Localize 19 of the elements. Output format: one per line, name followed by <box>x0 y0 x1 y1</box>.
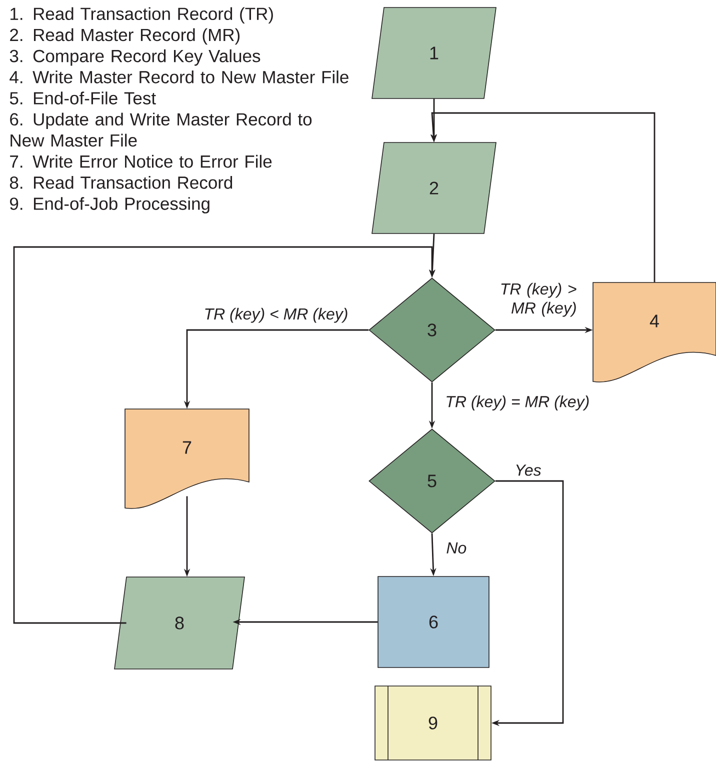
list-item: 9. End-of-Job Processing <box>10 197 210 214</box>
list-item: 6. Update and Write Master Record to New Master File <box>10 112 312 147</box>
data-parallelogram: 2 <box>372 142 496 234</box>
edge-label: No <box>445 541 468 555</box>
list-item: 5. End-of-File Test <box>10 92 156 104</box>
process-box: 6 <box>378 576 490 668</box>
data-parallelogram: 1 <box>372 7 496 99</box>
list-item: 2. Read Master Record (MR) <box>10 28 240 45</box>
data-parallelogram: 8 <box>114 576 245 670</box>
list-item: 3. Compare Record Key Values <box>10 49 260 66</box>
edge-label: TR (key) < MR (key) <box>202 306 350 324</box>
list-item: 1. Read Transaction Record (TR) <box>10 7 273 24</box>
edge-label: Yes <box>514 464 542 477</box>
predefined-process-box: 9 <box>374 686 492 760</box>
arrow <box>13 246 436 624</box>
list-item: 4. Write Master Record to New Master File <box>10 70 348 84</box>
edge-label: TR (key) = MR (key) <box>444 394 591 412</box>
list-item: 8. Read Transaction Record <box>10 176 232 189</box>
list-item: 7. Write Error Notice to Error File <box>10 154 272 168</box>
